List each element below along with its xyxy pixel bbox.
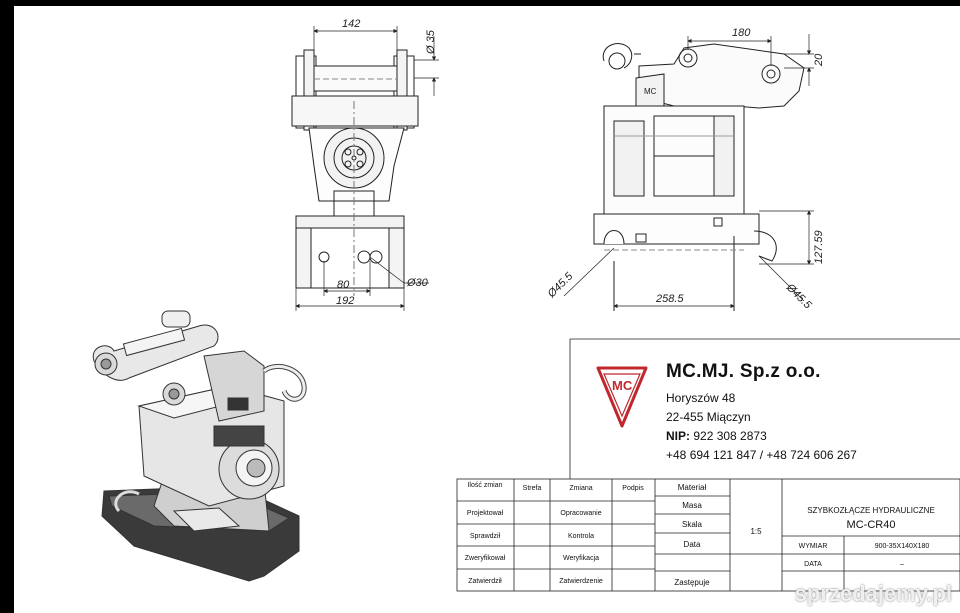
side-dimensions [563,34,814,309]
tb-header-zone: Strefa [523,485,542,492]
company-info: MC.MJ. Sp.z o.o. Horyszów 48 22-455 Miąc… [666,361,960,465]
tb-header-change: Zmiana [569,485,592,492]
tb-row-role-1: Opracowanie [560,510,601,517]
dim-side-left-dia: Ø45.5 [545,270,576,301]
company-name: MC.MJ. Sp.z o.o. [666,361,821,382]
tb-row-label-3: Zweryfikował [465,555,506,562]
tb-product-line2: MC-CR40 [847,519,896,531]
company-phones: +48 694 121 847 / +48 724 606 267 [666,448,857,462]
tb-data2-label: DATA [804,561,822,568]
drawing-sheet: 142 Ø 35 80 192 Ø30 MC [14,6,960,613]
company-city: 22-455 Miączyn [666,410,751,424]
dim-front-width-top: 142 [342,18,360,30]
side-view: MC [593,43,805,311]
svg-text:MC: MC [644,87,657,96]
company-street: Horyszów 48 [666,391,736,405]
tb-header-signature: Podpis [622,485,644,492]
logo-letters: MC [612,378,633,393]
tb-skala-label: Skala [682,520,703,529]
dim-side-pin-spacing: 180 [732,27,751,39]
dim-front-hole-dia: Ø30 [406,277,429,289]
tb-scale-value: 1:5 [750,527,762,536]
tb-wymiar-value: 900-35X140X180 [875,543,930,550]
front-dimensions [295,26,439,311]
tb-data-label: Data [684,540,701,549]
tb-row-label-2: Sprawdził [470,533,501,540]
tb-row-role-2: Kontrola [568,533,594,540]
technical-drawing: 142 Ø 35 80 192 Ø30 MC [92,18,960,592]
dim-front-pin-dia: Ø 35 [425,29,437,55]
tb-product-line1: SZYBKOZŁĄCZE HYDRAULICZNE [807,506,935,515]
nip-value: 922 308 2873 [693,429,767,443]
front-view [291,49,419,296]
tb-zastepuje-label: Zastępuje [674,578,710,587]
nip-label: NIP: [666,429,690,443]
tb-material-label: Materiał [678,483,707,492]
tb-row-label-1: Projektował [467,510,504,517]
tb-wymiar-label: WYMIAR [799,543,828,550]
tb-row-role-3: Weryfikacja [563,555,599,562]
tb-data2-value: – [900,561,904,568]
dim-side-offset: 20 [813,53,825,67]
dim-side-length: 258.5 [655,293,684,305]
tb-row-label-4: Zatwierdził [468,578,502,585]
dim-side-height: 127.59 [813,230,825,264]
dim-side-right-dia: Ø45.5 [783,281,814,312]
tb-row-role-4: Zatwierdzenie [559,578,603,585]
company-nip: NIP: 922 308 2873 [666,427,960,446]
dim-front-width-bottom: 192 [336,295,354,307]
title-block-frame [456,338,960,592]
watermark: sprzedajemy.pl [794,581,952,606]
tb-masa-label: Masa [682,501,702,510]
tb-header-changes: Ilość zmian [467,482,502,489]
dim-front-hole-spacing: 80 [337,279,350,291]
company-logo: MC [596,366,648,428]
isometric-render [92,310,307,582]
